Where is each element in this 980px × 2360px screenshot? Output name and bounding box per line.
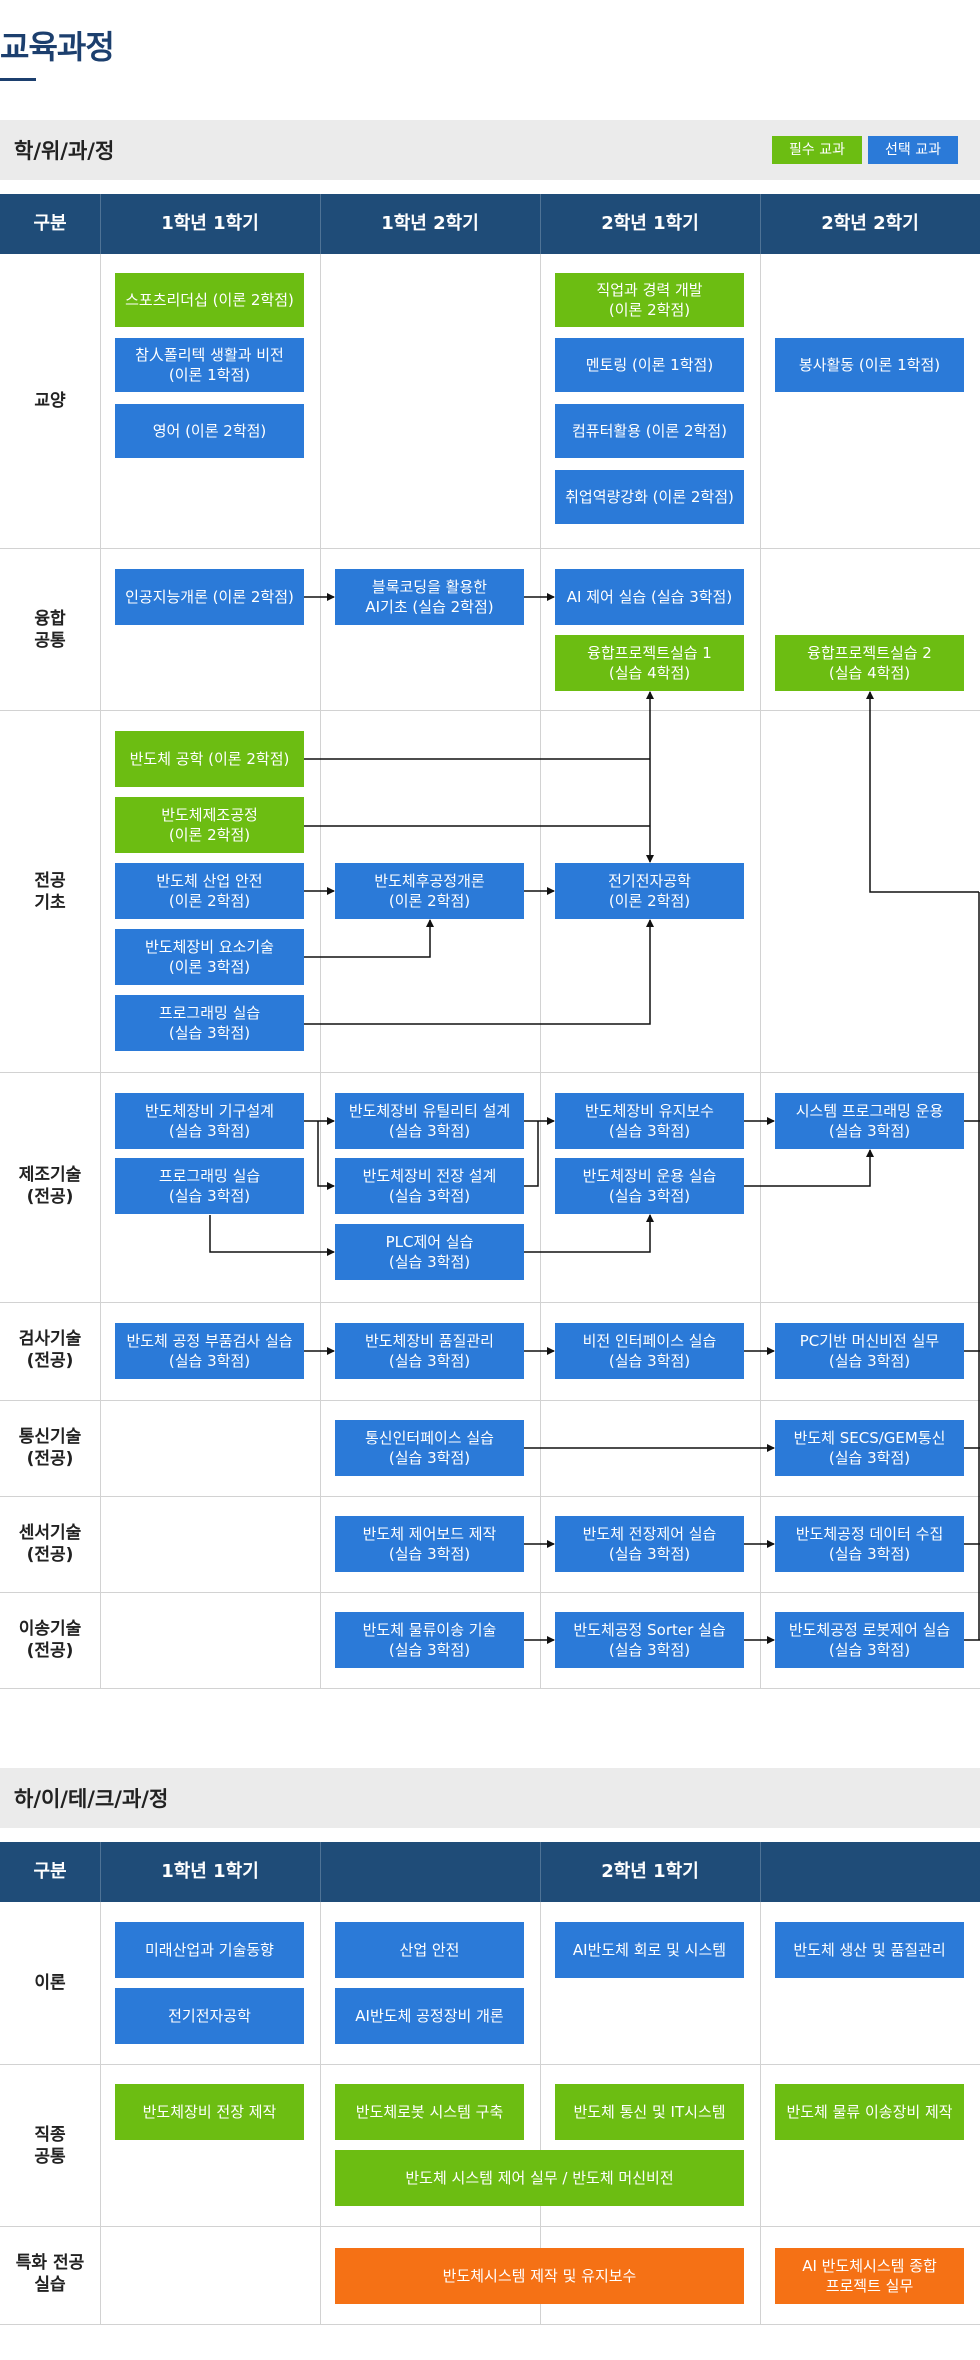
section-hightech-title: 하/이/테/크/과/정 [14, 1787, 169, 1811]
course-system-fabrication-maintenance[interactable]: 반도체시스템 제작 및 유지보수 [335, 2248, 744, 2304]
row-theory: 이론 [34, 1973, 66, 1993]
course-production-quality[interactable]: 반도체 생산 및 품질관리 [775, 1922, 964, 1978]
col-header-y2s1: 2학년 1학기 [601, 213, 699, 234]
course-parts-inspection[interactable]: 반도체 공정 부품검사 실습 (실습 3학점) [115, 1323, 304, 1379]
row-communication: 통신기술 (전공) [18, 1427, 82, 1469]
hightech-table-header: 구분 1학년 1학기 2학년 1학기 [0, 1842, 980, 1902]
course-system-programming[interactable]: 시스템 프로그래밍 운용 (실습 3학점) [775, 1093, 964, 1149]
course-employment-skill[interactable]: 취업역량강화 (이론 2학점) [555, 470, 744, 524]
course-volunteer[interactable]: 봉사활동 (이론 1학점) [775, 338, 964, 392]
course-system-control-vision[interactable]: 반도체 시스템 제어 실무 / 반도체 머신비전 [335, 2150, 744, 2206]
course-ai-process-equipment[interactable]: AI반도체 공정장비 개론 [335, 1988, 524, 2044]
course-ai-intro[interactable]: 인공지능개론 (이론 2학점) [115, 569, 304, 625]
course-semiconductor-fab-process[interactable]: 반도체제조공정 (이론 2학점) [115, 797, 304, 853]
course-robot-system[interactable]: 반도체로봇 시스템 구축 [335, 2084, 524, 2140]
course-mentoring[interactable]: 멘토링 (이론 1학점) [555, 338, 744, 392]
course-plc-control[interactable]: PLC제어 실습 (실습 3학점) [335, 1224, 524, 1280]
section-hightech-header [0, 1768, 980, 1828]
col-header-category-2: 구분 [33, 1861, 67, 1882]
course-pc-machine-vision[interactable]: PC기반 머신비전 실무 (실습 3학점) [775, 1323, 964, 1379]
row-manufacturing: 제조기술 (전공) [18, 1165, 82, 1207]
course-sorter-practice[interactable]: 반도체공정 Sorter 실습 (실습 3학점) [555, 1612, 744, 1668]
course-utility-design[interactable]: 반도체장비 유틸리티 설계 (실습 3학점) [335, 1093, 524, 1149]
course-electrical-electronics[interactable]: 전기전자공학 (이론 2학점) [555, 863, 744, 919]
course-data-collection[interactable]: 반도체공정 데이터 수집 (실습 3학점) [775, 1516, 964, 1572]
course-electrical-fabrication[interactable]: 반도체장비 전장 제작 [115, 2084, 304, 2140]
course-control-board[interactable]: 반도체 제어보드 제작 (실습 3학점) [335, 1516, 524, 1572]
course-quality-control[interactable]: 반도체장비 품질관리 (실습 3학점) [335, 1323, 524, 1379]
course-convergence-project-1[interactable]: 융합프로젝트실습 1 (실습 4학점) [555, 635, 744, 691]
legend-elective: 선택 교과 [868, 136, 958, 164]
row-transfer: 이송기술 (전공) [18, 1619, 82, 1661]
col-header-y2s1-2: 2학년 1학기 [601, 1861, 699, 1882]
course-secs-gem[interactable]: 반도체 SECS/GEM통신 (실습 3학점) [775, 1420, 964, 1476]
col-header-y1s2: 1학년 2학기 [381, 213, 479, 234]
course-comm-it-system[interactable]: 반도체 통신 및 IT시스템 [555, 2084, 744, 2140]
col-header-y2s2: 2학년 2학기 [821, 213, 919, 234]
course-block-coding-ai[interactable]: 블록코딩을 활용한 AI기초 (실습 2학점) [335, 569, 524, 625]
row-sensor: 센서기술 (전공) [18, 1523, 82, 1565]
course-logistics-equipment[interactable]: 반도체 물류 이송장비 제작 [775, 2084, 964, 2140]
course-electrical-control[interactable]: 반도체 전장제어 실습 (실습 3학점) [555, 1516, 744, 1572]
col-header-y1s1-2: 1학년 1학기 [161, 1861, 259, 1882]
course-logistics-transfer[interactable]: 반도체 물류이송 기술 (실습 3학점) [335, 1612, 524, 1668]
legend-required: 필수 교과 [772, 136, 862, 164]
course-sports-leadership[interactable]: 스포츠리더십 (이론 2학점) [115, 273, 304, 327]
course-equipment-elements[interactable]: 반도체장비 요소기술 (이론 3학점) [115, 929, 304, 985]
course-mechanical-design[interactable]: 반도체장비 기구설계 (실습 3학점) [115, 1093, 304, 1149]
page-title: 교육과정 [0, 28, 115, 66]
course-vision-interface[interactable]: 비전 인터페이스 실습 (실습 3학점) [555, 1323, 744, 1379]
section-degree-title: 학/위/과/정 [14, 139, 115, 163]
prerequisite-connectors [209, 593, 980, 1644]
course-career-development[interactable]: 직업과 경력 개발 (이론 2학점) [555, 273, 744, 327]
course-ai-circuit-system[interactable]: AI반도체 회로 및 시스템 [555, 1922, 744, 1978]
degree-table-header: 구분 1학년 1학기 1학년 2학기 2학년 1학기 2학년 2학기 [0, 194, 980, 254]
row-special-practice: 특화 전공 실습 [15, 2253, 85, 2295]
row-major-basic: 전공 기초 [34, 871, 66, 913]
course-equipment-operation[interactable]: 반도체장비 운용 실습 (실습 3학점) [555, 1158, 744, 1214]
course-ai-control[interactable]: AI 제어 실습 (실습 3학점) [555, 569, 744, 625]
course-ai-comprehensive-project[interactable]: AI 반도체시스템 종합 프로젝트 실무 [775, 2248, 964, 2304]
course-robot-control[interactable]: 반도체공정 로봇제어 실습 (실습 3학점) [775, 1612, 964, 1668]
course-back-end-process[interactable]: 반도체후공정개론 (이론 2학점) [335, 863, 524, 919]
course-english[interactable]: 영어 (이론 2학점) [115, 404, 304, 458]
col-header-y1s1: 1학년 1학기 [161, 213, 259, 234]
row-common: 직종 공통 [34, 2125, 66, 2167]
course-convergence-project-2[interactable]: 융합프로젝트실습 2 (실습 4학점) [775, 635, 964, 691]
row-inspection: 검사기술 (전공) [18, 1329, 82, 1371]
course-future-industry[interactable]: 미래산업과 기술동향 [115, 1922, 304, 1978]
course-electrical-electronics-2[interactable]: 전기전자공학 [115, 1988, 304, 2044]
course-electrical-design[interactable]: 반도체장비 전장 설계 (실습 3학점) [335, 1158, 524, 1214]
col-header-category: 구분 [33, 213, 67, 234]
course-computer-use[interactable]: 컴퓨터활용 (이론 2학점) [555, 404, 744, 458]
row-convergence: 융합 공통 [34, 609, 66, 651]
course-programming-practice[interactable]: 프로그래밍 실습 (실습 3학점) [115, 1158, 304, 1214]
course-communication-interface[interactable]: 통신인터페이스 실습 (실습 3학점) [335, 1420, 524, 1476]
title-underline [0, 78, 36, 81]
course-polytech-vision[interactable]: 참人폴리텍 생활과 비전 (이론 1학점) [115, 338, 304, 392]
course-semiconductor-engineering[interactable]: 반도체 공학 (이론 2학점) [115, 731, 304, 787]
course-semiconductor-safety[interactable]: 반도체 산업 안전 (이론 2학점) [115, 863, 304, 919]
course-industrial-safety[interactable]: 산업 안전 [335, 1922, 524, 1978]
course-equipment-maintenance[interactable]: 반도체장비 유지보수 (실습 3학점) [555, 1093, 744, 1149]
course-programming-basic[interactable]: 프로그래밍 실습 (실습 3학점) [115, 995, 304, 1051]
row-liberal: 교양 [34, 391, 66, 411]
